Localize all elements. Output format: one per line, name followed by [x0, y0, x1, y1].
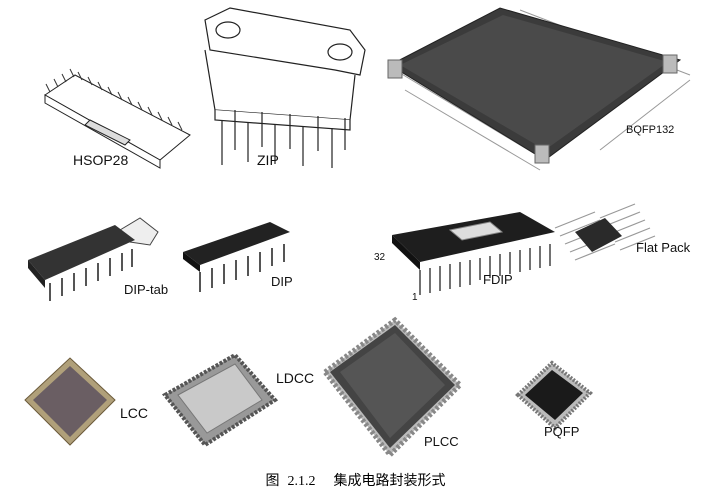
lcc-drawing [24, 357, 116, 446]
label-bqfp132: BQFP132 [626, 124, 675, 136]
label-dip: DIP [271, 274, 293, 289]
ldcc-drawing [161, 352, 279, 448]
caption-title: 集成电路封装形式 [333, 474, 446, 489]
caption-number: 2.1.2 [287, 474, 316, 489]
zip-drawing [204, 7, 366, 168]
dip-tab-drawing [28, 217, 159, 301]
label-zip: ZIP [257, 152, 279, 168]
flat-pack-drawing [554, 203, 656, 261]
label-ldcc: LDCC [276, 370, 315, 386]
label-dip-tab: DIP-tab [124, 282, 169, 297]
label-fdip: FDIP [483, 272, 513, 287]
label-pqfp: PQFP [544, 424, 580, 439]
label-fdip-pin-32: 32 [374, 252, 386, 263]
label-hsop28: HSOP28 [73, 152, 129, 168]
bqfp132-drawing [387, 7, 691, 171]
plcc-drawing [321, 316, 464, 459]
label-flat-pack: Flat Pack [636, 240, 691, 255]
pqfp-drawing [515, 360, 594, 431]
figure-caption: 图 2.1.2 集成电路封装形式 [0, 470, 711, 490]
dip-drawing [183, 222, 290, 292]
label-lcc: LCC [120, 405, 149, 421]
fdip-drawing [392, 212, 555, 295]
label-plcc: PLCC [424, 434, 459, 449]
hsop28-drawing [44, 68, 191, 169]
caption-prefix: 图 [265, 474, 280, 489]
label-fdip-pin-1: 1 [412, 292, 418, 303]
